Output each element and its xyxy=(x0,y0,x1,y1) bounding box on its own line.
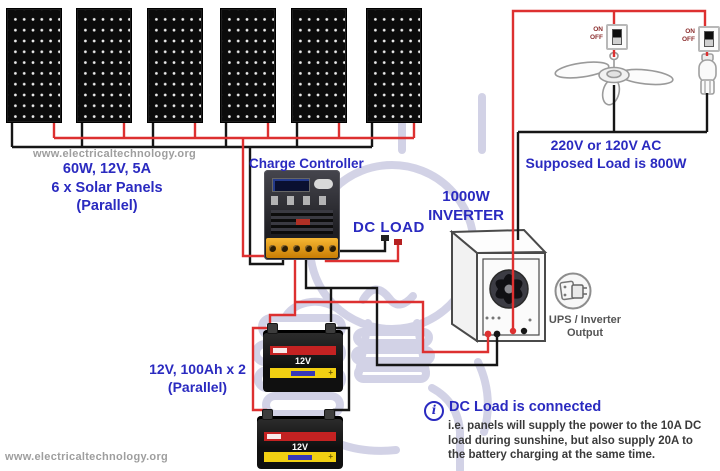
dc-load-label: DC LOAD xyxy=(353,219,425,236)
wiring xyxy=(10,9,709,416)
controller-accent xyxy=(296,219,310,225)
terminal-dots xyxy=(381,235,528,338)
solar-negative-bus xyxy=(10,118,374,149)
solar-panel-4 xyxy=(220,8,276,123)
battery2-negative-post xyxy=(324,409,335,420)
battery-2: 12V + xyxy=(257,409,343,469)
battery2-positive-post xyxy=(262,409,273,420)
bulb-switch xyxy=(698,26,720,52)
fan-switch xyxy=(606,24,628,50)
note-body: i.e. panels will supply the power to the… xyxy=(448,420,702,462)
controller-battery-negative-wire xyxy=(304,256,499,367)
solar-positive-bus xyxy=(52,118,416,140)
solar-panel-1 xyxy=(6,8,62,123)
switch1-labels: ON OFF xyxy=(590,26,603,41)
battery-voltage-label: 12V xyxy=(291,442,308,452)
battery1-negative-post xyxy=(325,323,336,334)
battery-1: 12V + xyxy=(263,323,343,392)
charge-controller-label: Charge Controller xyxy=(249,156,364,171)
controller-icon-row xyxy=(271,196,333,205)
switch-toggle xyxy=(612,29,622,45)
info-icon: i xyxy=(424,401,444,421)
ceiling-fan-icon xyxy=(554,51,674,106)
battery-bank-label: 12V, 100Ah x 2 (Parallel) xyxy=(149,361,246,395)
watermark-bottom: www.electricaltechnology.org xyxy=(5,451,169,463)
controller-display xyxy=(272,178,310,192)
cfl-bulb-icon xyxy=(698,53,717,95)
inverter-label: 1000W INVERTER xyxy=(428,188,504,224)
controller-terminal-strip xyxy=(266,238,338,258)
watermark-top: www.electricaltechnology.org xyxy=(33,148,197,160)
ac-load-label: 220V or 120V AC Supposed Load is 800W xyxy=(525,137,687,171)
ups-output-icon xyxy=(554,272,592,310)
ac-neutral-wire xyxy=(516,85,709,240)
solar-panel-5 xyxy=(291,8,347,123)
controller-sticker xyxy=(314,179,333,189)
ac-live-wire xyxy=(511,9,709,331)
switch2-labels: ON OFF xyxy=(682,28,695,43)
solar-panel-2 xyxy=(76,8,132,123)
charge-controller-device xyxy=(264,170,340,260)
switch-toggle xyxy=(704,31,714,47)
solar-array-label: 60W, 12V, 5A 6 x Solar Panels (Parallel) xyxy=(51,161,163,214)
controller-battery-positive-wire xyxy=(268,256,297,326)
inverter-panel-marks xyxy=(485,316,532,322)
battery1-positive-post xyxy=(267,323,278,334)
ups-output-label: UPS / Inverter Output xyxy=(548,314,622,339)
solar-panel-6 xyxy=(366,8,422,123)
note-title: DC Load is connected xyxy=(449,399,602,415)
inverter-fan-icon xyxy=(489,269,529,309)
battery-voltage-label: 12V xyxy=(294,356,311,366)
inverter-positive-wire xyxy=(295,300,490,354)
solar-panel-3 xyxy=(147,8,203,123)
